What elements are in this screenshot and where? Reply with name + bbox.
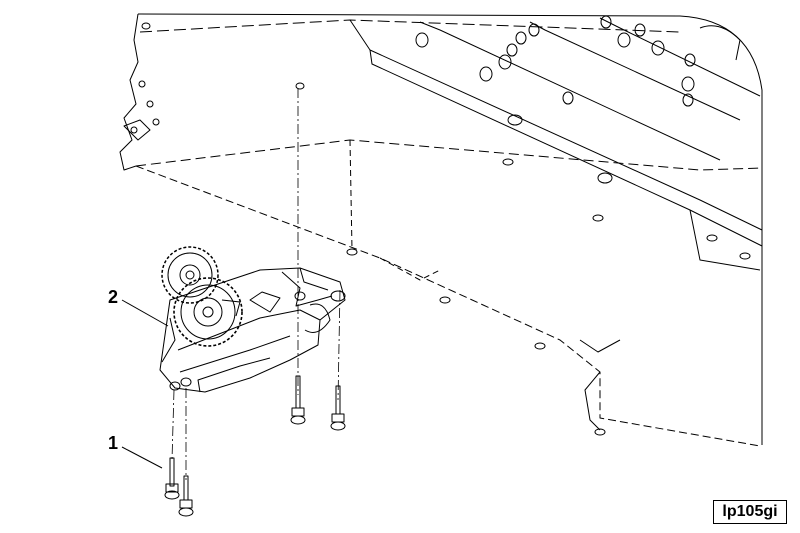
figure-code-label: lp105gi — [713, 500, 787, 524]
bolt-icon — [178, 475, 194, 517]
pump-drive-gear-upper — [161, 246, 219, 304]
engine-block — [119, 13, 763, 447]
pump-drive-gear-lower — [173, 277, 243, 347]
oil-pump-assembly — [159, 246, 346, 393]
leader-lines — [121, 299, 169, 469]
bolt-icon — [164, 457, 180, 500]
assembly-centerlines — [171, 88, 341, 480]
mounting-bolts — [164, 375, 346, 517]
bolt-icon — [330, 385, 346, 431]
bolt-icon — [290, 375, 306, 425]
callout-part-2: 2 — [108, 287, 119, 307]
callout-part-1: 1 — [108, 433, 119, 453]
